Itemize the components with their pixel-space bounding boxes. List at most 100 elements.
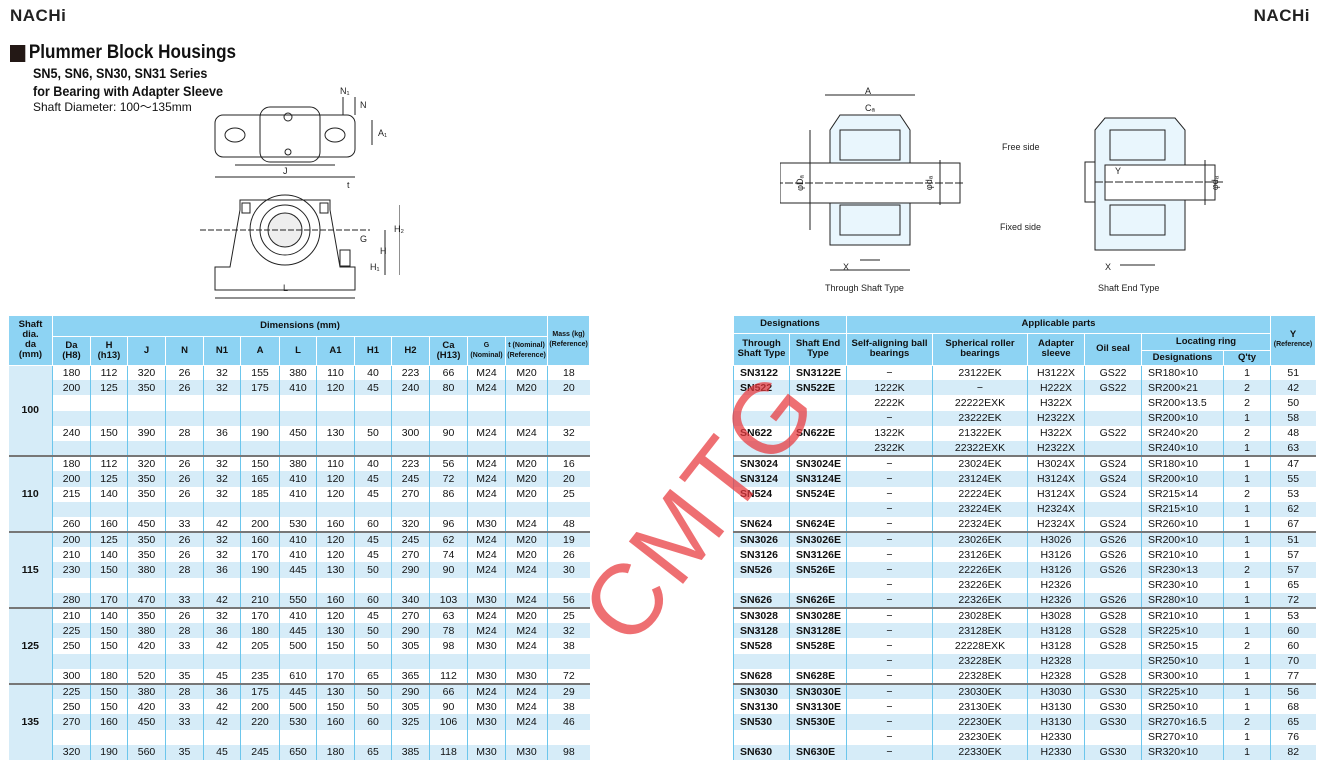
dimension-value: 270 — [391, 547, 430, 563]
dimension-value: M24 — [504, 425, 548, 441]
dimension-value — [279, 410, 317, 426]
dimension-value: 26 — [165, 455, 204, 472]
shaft-end-type: SN624E — [789, 516, 847, 533]
locating-ring-header: Locating ring — [1140, 333, 1272, 351]
table-row — [9, 729, 590, 745]
y-value: 60 — [1270, 638, 1316, 654]
dimension-value: 26 — [165, 547, 204, 563]
dimension-value: 280 — [52, 592, 91, 608]
dimension-value: 530 — [279, 516, 317, 533]
dimension-value: 150 — [90, 425, 128, 441]
dimension-value: 60 — [354, 516, 392, 533]
self-aligning-bearing: 2222K — [846, 395, 933, 411]
adapter-sleeve: H3128 — [1027, 638, 1085, 654]
adapter-sleeve: H2328 — [1027, 668, 1085, 684]
series-subtitle: SN5, SN6, SN30, SN31 Series — [33, 65, 208, 81]
adapter-sleeve: H222X — [1027, 380, 1085, 396]
dimension-value — [504, 440, 548, 457]
through-shaft-type: SN3024 — [733, 455, 790, 472]
dimension-value: M24 — [504, 682, 548, 700]
label-t: t — [347, 180, 350, 190]
shaft-end-type: SN3026E — [789, 531, 847, 548]
dimension-value — [90, 729, 128, 745]
oil-seal: GS24 — [1084, 486, 1142, 502]
dimension-value: 500 — [279, 638, 317, 654]
dimension-value: 110 — [316, 455, 355, 472]
dimension-value: 32 — [203, 455, 241, 472]
dimension-value — [90, 577, 128, 593]
dimension-value: 125 — [90, 531, 128, 548]
dimension-value: 200 — [52, 531, 91, 548]
dimension-value: M30 — [467, 714, 506, 730]
dimension-value: M24 — [504, 516, 548, 533]
shaft-end-type: SN528E — [789, 638, 847, 654]
dimension-value — [203, 395, 241, 411]
dimension-value — [391, 501, 430, 517]
y-value: 42 — [1270, 380, 1316, 396]
dimension-value: M30 — [504, 668, 548, 684]
dimension-value: 50 — [354, 699, 392, 715]
dim-col-header: L — [279, 336, 317, 366]
dimension-value: 300 — [391, 425, 430, 441]
adapter-sleeve: H2326 — [1027, 577, 1085, 593]
dimension-value — [316, 440, 355, 457]
locating-ring-qty: 2 — [1222, 486, 1271, 502]
spherical-roller-bearing: 23024EK — [932, 455, 1028, 472]
dimension-value — [316, 653, 355, 669]
dimension-value — [240, 653, 280, 669]
label-G: G — [360, 234, 368, 244]
shaft-end-type — [789, 410, 847, 426]
locating-ring: SR250×10 — [1141, 653, 1224, 669]
dimension-value — [429, 501, 468, 517]
dimension-value: 32 — [203, 531, 241, 548]
dimension-value — [279, 577, 317, 593]
dimension-value: 45 — [354, 531, 392, 548]
self-aligning-bearing: − — [846, 455, 933, 472]
y-value: 82 — [1270, 744, 1316, 760]
dimension-value: 550 — [279, 592, 317, 608]
adapter-sleeve: H3130 — [1027, 699, 1085, 715]
dimension-value: M30 — [467, 592, 506, 608]
dimension-value: 32 — [203, 380, 241, 396]
dimension-value: 35 — [165, 744, 204, 760]
adapter-sleeve: H2324X — [1027, 516, 1085, 533]
dimension-value: 32 — [203, 547, 241, 563]
dimension-value — [165, 577, 204, 593]
dimension-value — [316, 577, 355, 593]
dimension-value — [203, 653, 241, 669]
dimension-value: M20 — [504, 380, 548, 396]
dimension-value: 305 — [391, 638, 430, 654]
dimension-value: 26 — [165, 486, 204, 502]
through-shaft-type — [733, 577, 790, 593]
mass-value: 16 — [547, 455, 590, 472]
spherical-roller-bearing: 22324EK — [932, 516, 1028, 533]
dimension-value: 320 — [52, 744, 91, 760]
dimension-value: 56 — [429, 455, 468, 472]
dimension-value: 90 — [429, 562, 468, 578]
self-aligning-bearing: − — [846, 562, 933, 578]
self-aligning-bearing: − — [846, 623, 933, 639]
ring-designations-header: Designations — [1141, 350, 1224, 366]
shaft-end-type: SN526E — [789, 562, 847, 578]
dimension-value — [165, 501, 204, 517]
shaft-end-type: SN3024E — [789, 455, 847, 472]
locating-ring: SR240×20 — [1141, 425, 1224, 441]
dimension-value — [165, 653, 204, 669]
table-row — [9, 501, 590, 517]
spherical-roller-bearing: 23026EK — [932, 531, 1028, 548]
dimension-value: 520 — [127, 668, 166, 684]
shaft-end-type-drawing — [1084, 117, 1225, 266]
dimension-value — [391, 729, 430, 745]
dimension-value: 26 — [165, 380, 204, 396]
dimension-value: M24 — [467, 531, 506, 548]
spherical-roller-bearing: 22330EK — [932, 744, 1028, 760]
